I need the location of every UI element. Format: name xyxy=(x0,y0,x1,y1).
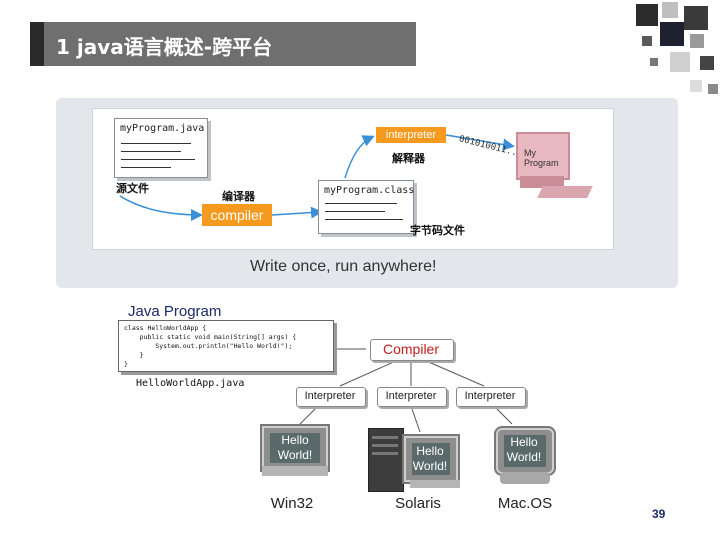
code-line: } xyxy=(124,351,144,359)
platform-label-solaris: Solaris xyxy=(395,495,441,512)
source-file-name: myProgram.java xyxy=(120,123,205,134)
win32-monitor-base xyxy=(262,466,328,476)
interpreter-box-win32 xyxy=(296,387,366,407)
bytecode-file-label: 字节码文件 xyxy=(410,224,465,237)
code-box: class HelloWorldApp { public static void… xyxy=(118,320,334,372)
macos-base xyxy=(500,472,550,484)
solaris-monitor xyxy=(404,436,458,482)
interpreter-box-solaris xyxy=(377,387,447,407)
interpreter-label-solaris: Interpreter xyxy=(385,390,437,402)
slide-title: 1 java语言概述-跨平台 xyxy=(56,35,273,59)
slogan: Write once, run anywhere! xyxy=(250,258,437,275)
bytecode-file-document: myProgram.class xyxy=(318,180,414,234)
code-line: class HelloWorldApp { xyxy=(124,324,207,332)
computer-base xyxy=(520,176,564,188)
compiler-cn-label: 编译器 xyxy=(222,190,255,203)
solaris-keyboard xyxy=(410,480,460,488)
java-program-label: Java Program xyxy=(128,303,222,320)
page-number: 39 xyxy=(652,507,666,521)
computer-screen-label: My Program xyxy=(524,148,559,168)
source-file-document: myProgram.java xyxy=(114,118,208,178)
interpreter-label-macos: Interpreter xyxy=(464,390,516,402)
code-line: } xyxy=(124,360,128,368)
compiler-box: compiler xyxy=(202,204,272,226)
platform-label-macos: Mac.OS xyxy=(497,495,553,512)
code-line: System.out.println("Hello World!"); xyxy=(124,342,293,350)
platform-label-win32: Win32 xyxy=(270,495,314,512)
java-file-name: HelloWorldApp.java xyxy=(136,378,245,389)
title-accent xyxy=(30,22,44,66)
source-file-label: 源文件 xyxy=(116,182,149,195)
interpreter-label-win32: Interpreter xyxy=(304,390,356,402)
compiler-box-outline xyxy=(370,339,454,361)
interpreter-box-macos xyxy=(456,387,526,407)
bytecode-file-name: myProgram.class xyxy=(324,185,415,196)
interpreter-cn-label: 解释器 xyxy=(392,152,425,165)
title-bar xyxy=(30,22,416,66)
compiler-label: Compiler xyxy=(382,341,439,357)
code-line: public static void main(String[] args) { xyxy=(124,333,297,341)
interpreter-box: interpreter xyxy=(376,127,446,143)
computer-keyboard xyxy=(537,186,593,198)
